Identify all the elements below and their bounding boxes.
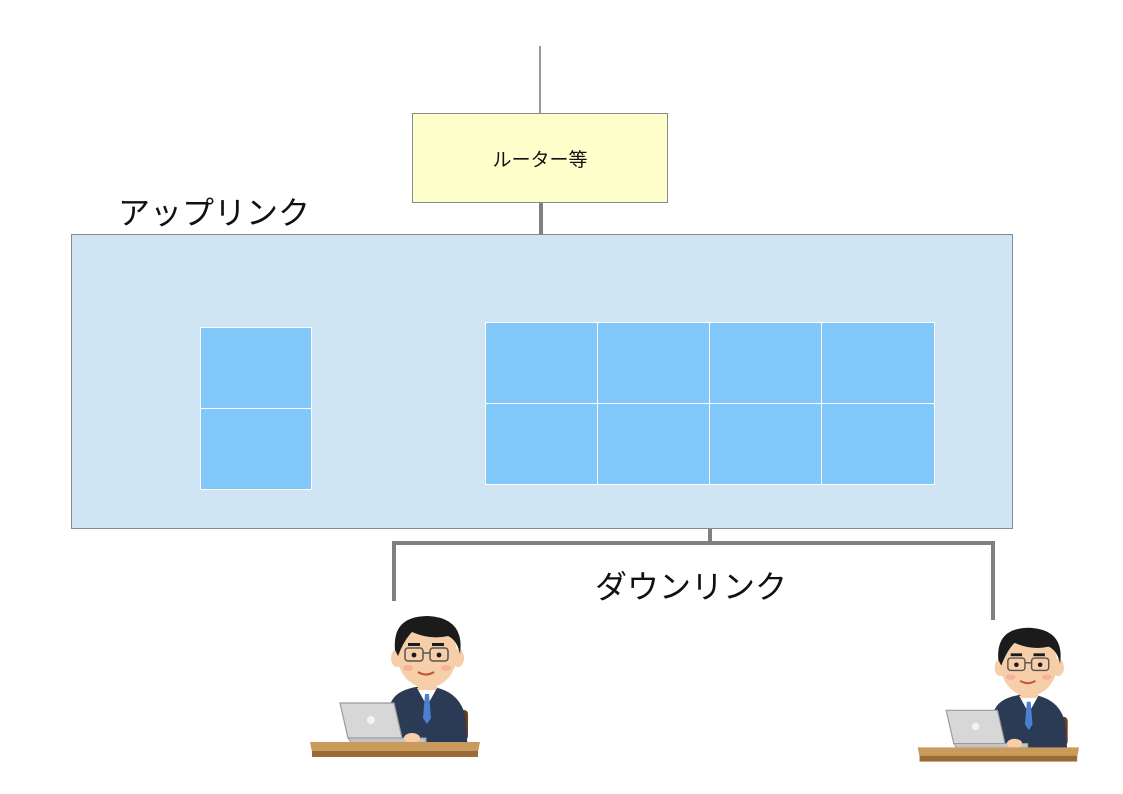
downlink-port <box>821 322 935 404</box>
businessman-laptop-icon <box>310 616 480 757</box>
downlink-label: ダウンリンク <box>595 568 788 606</box>
switch-panel <box>71 234 1013 529</box>
downlink-port <box>597 403 710 485</box>
router-label: ルーター等 <box>492 148 588 171</box>
downlink-branch-line <box>392 541 995 620</box>
downlink-port <box>485 403 598 485</box>
downlink-port <box>597 322 710 404</box>
router-box: ルーター等 <box>412 113 668 203</box>
downlink-port <box>709 403 822 485</box>
uplink-port <box>200 327 312 409</box>
downlink-port <box>821 403 935 485</box>
uplink-port <box>200 408 312 490</box>
downlink-port <box>709 322 822 404</box>
uplink-label: アップリンク <box>118 194 311 232</box>
downlink-port <box>485 322 598 404</box>
businessman-laptop-icon <box>917 627 1080 762</box>
